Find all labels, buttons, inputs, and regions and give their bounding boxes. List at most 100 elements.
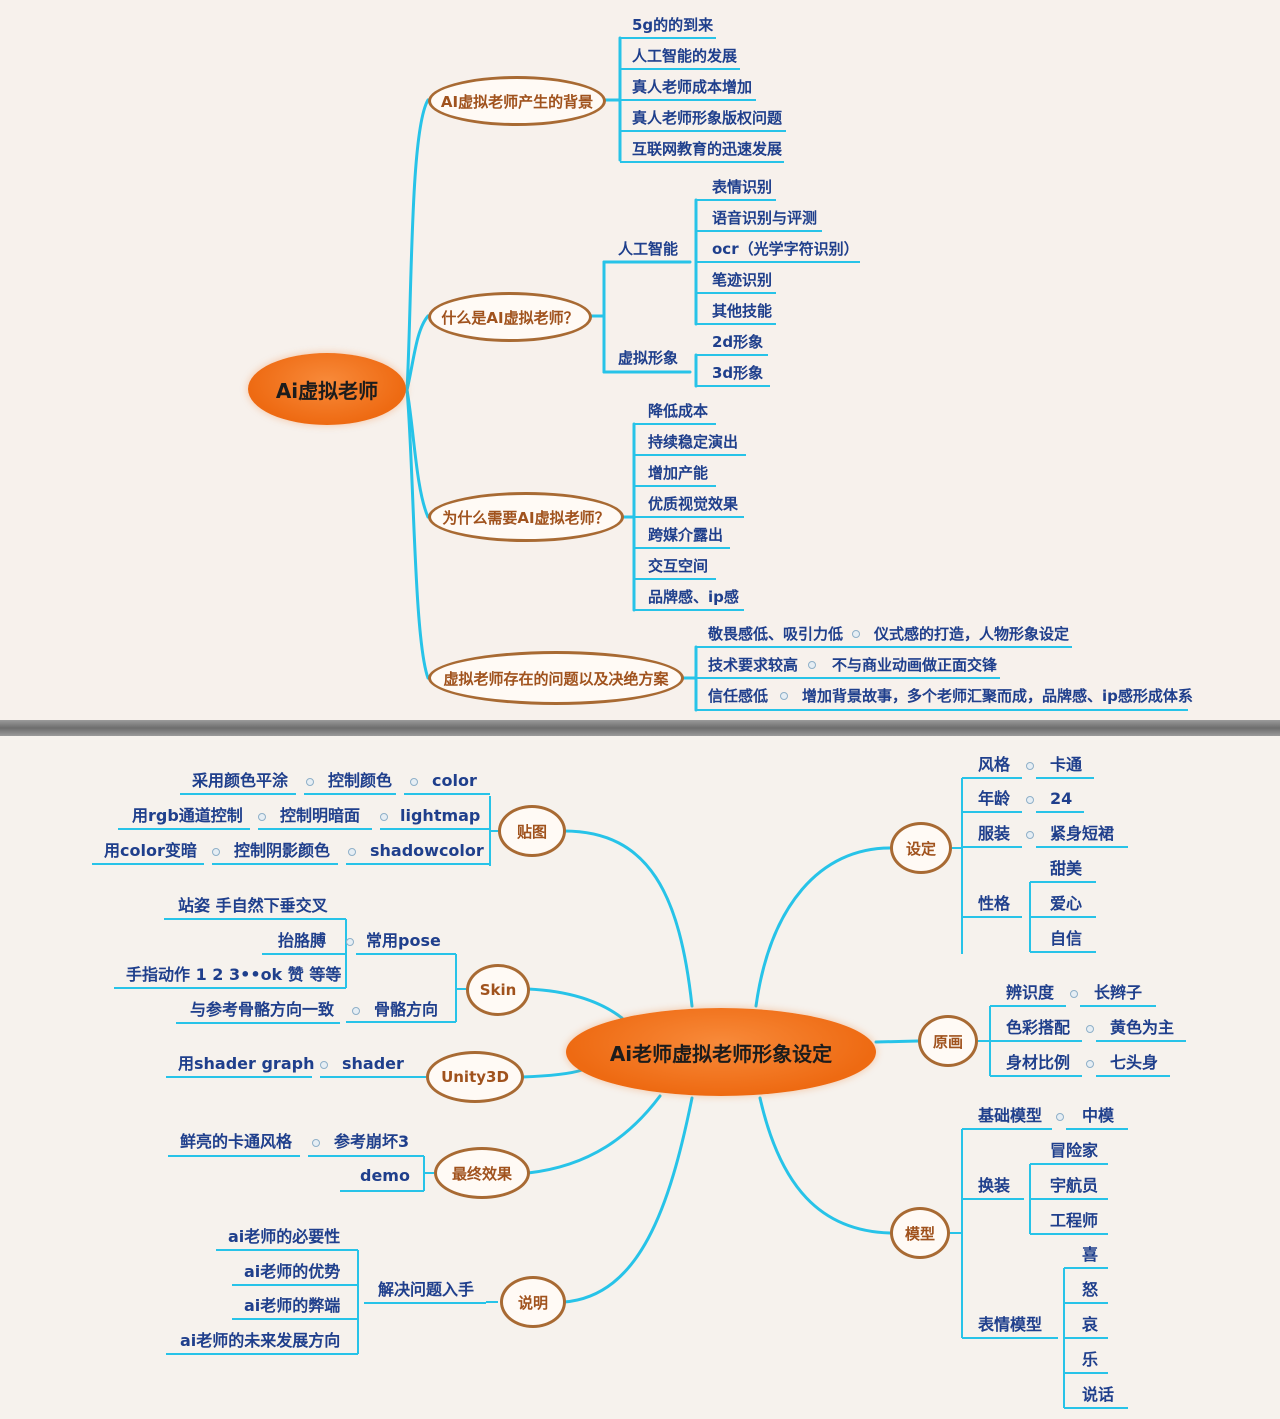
list-item: 说话: [1082, 1385, 1115, 1404]
bottom-connector-lines: [92, 777, 1186, 1409]
problem-item: 技术要求较高: [708, 656, 799, 674]
list-item: 用shader graph: [178, 1054, 315, 1073]
solution-item: 不与商业动画做正面交锋: [832, 656, 998, 674]
connector-dot: [1026, 796, 1034, 804]
list-item: 自信: [1050, 929, 1083, 948]
list-item: 乐: [1082, 1350, 1099, 1369]
connector-dot: [852, 630, 860, 638]
painting-value: 长辫子: [1094, 983, 1143, 1002]
node-setting[interactable]: 设定: [890, 822, 952, 874]
connector-dot: [258, 813, 266, 821]
painting-value: 黄色为主: [1110, 1018, 1175, 1037]
list-item: 交互空间: [648, 557, 709, 575]
list-item: 鲜亮的卡通风格: [180, 1132, 293, 1151]
list-item: 参考崩坏3: [334, 1132, 410, 1151]
branch-problems[interactable]: 虚拟老师存在的问题以及决绝方案: [428, 651, 684, 705]
list-item: 用color变暗: [104, 841, 197, 860]
branch-why-need[interactable]: 为什么需要AI虚拟老师？: [428, 492, 624, 542]
list-item: ocr（光学字符识别）: [712, 240, 859, 258]
group-ai: 人工智能: [618, 240, 679, 258]
list-item: 表情识别: [712, 178, 773, 196]
connector-dot: [1070, 990, 1078, 998]
list-item: 5g的的到来: [632, 16, 714, 34]
setting-value: 紧身短裙: [1050, 824, 1115, 843]
connector-dot: [1086, 1060, 1094, 1068]
list-item: 工程师: [1050, 1211, 1099, 1230]
list-item: 与参考骨骼方向一致: [190, 1000, 335, 1019]
setting-key: 风格: [978, 755, 1011, 774]
painting-key: 色彩搭配: [1006, 1018, 1071, 1037]
list-item: 跨媒介露出: [648, 526, 724, 544]
list-item: 控制阴影颜色: [234, 841, 331, 860]
connector-dot: [346, 938, 354, 946]
root-node[interactable]: Ai虚拟老师: [248, 353, 406, 425]
list-item: ai老师的未来发展方向: [180, 1331, 341, 1350]
setting-key: 性格: [978, 894, 1011, 913]
list-item: 品牌感、ip感: [648, 588, 739, 606]
branch-background[interactable]: AI虚拟老师产生的背景: [428, 76, 606, 126]
connector-dot: [212, 848, 220, 856]
node-desc[interactable]: 说明: [500, 1276, 566, 1328]
list-item: 怒: [1082, 1280, 1099, 1299]
list-item: 冒险家: [1050, 1141, 1099, 1160]
connector-dot: [1026, 762, 1034, 770]
list-item: 控制颜色: [328, 771, 393, 790]
model-key: 基础模型: [978, 1106, 1043, 1125]
list-item: demo: [360, 1166, 410, 1185]
connector-dot: [312, 1139, 320, 1147]
node-final-effect[interactable]: 最终效果: [434, 1147, 530, 1199]
setting-key: 年龄: [978, 789, 1011, 808]
node-unity3d[interactable]: Unity3D: [426, 1051, 524, 1103]
painting-key: 身材比例: [1006, 1053, 1071, 1072]
connector-dot: [320, 1061, 328, 1069]
model-key: 表情模型: [978, 1315, 1043, 1334]
list-item: ai老师的弊端: [244, 1296, 341, 1315]
skin-bone-label: 骨骼方向: [374, 1000, 439, 1019]
list-item: 持续稳定演出: [648, 433, 739, 451]
list-item: 喜: [1082, 1245, 1099, 1264]
desc-mid-label: 解决问题入手: [378, 1280, 475, 1299]
connector-dot: [780, 692, 788, 700]
list-item: 降低成本: [648, 402, 709, 420]
connector-dot: [1086, 1025, 1094, 1033]
list-item: lightmap: [400, 806, 481, 825]
list-item: 控制明暗面: [280, 806, 361, 825]
list-item: 互联网教育的迅速发展: [632, 140, 783, 158]
setting-key: 服装: [978, 824, 1011, 843]
list-item: 真人老师形象版权问题: [632, 109, 783, 127]
list-item: 语音识别与评测: [712, 209, 818, 227]
node-tietu[interactable]: 贴图: [498, 805, 566, 857]
solution-item: 仪式感的打造，人物形象设定: [874, 625, 1070, 643]
list-item: 其他技能: [712, 302, 773, 320]
branch-what-is[interactable]: 什么是AI虚拟老师？: [428, 292, 592, 342]
problem-item: 信任感低: [708, 687, 769, 705]
painting-key: 辨识度: [1006, 983, 1055, 1002]
list-item: 用rgb通道控制: [132, 806, 243, 825]
group-virtual: 虚拟形象: [618, 349, 679, 367]
connector-dot: [352, 1007, 360, 1015]
setting-value: 卡通: [1050, 755, 1083, 774]
list-item: color: [432, 771, 477, 790]
setting-value: 24: [1050, 789, 1073, 808]
node-skin[interactable]: Skin: [466, 964, 530, 1016]
connector-dot: [1056, 1113, 1064, 1121]
solution-item: 增加背景故事，多个老师汇聚而成，品牌感、ip感形成体系: [802, 687, 1193, 705]
list-item: 手指动作 1 2 3••ok 赞 等等: [126, 965, 342, 984]
list-item: 宇航员: [1050, 1176, 1099, 1195]
connector-dot: [808, 661, 816, 669]
list-item: 笔迹识别: [712, 271, 773, 289]
skin-pose-label: 常用pose: [366, 931, 441, 950]
connector-dot: [348, 848, 356, 856]
list-item: 人工智能的发展: [632, 47, 738, 65]
list-item: 2d形象: [712, 333, 764, 351]
list-item: 3d形象: [712, 364, 764, 382]
node-model[interactable]: 模型: [890, 1207, 950, 1259]
node-painting[interactable]: 原画: [918, 1015, 978, 1067]
connector-dot: [306, 778, 314, 786]
list-item: 增加产能: [648, 464, 709, 482]
painting-value: 七头身: [1110, 1053, 1159, 1072]
panel-divider: [0, 720, 1280, 736]
root-node[interactable]: Ai老师虚拟老师形象设定: [566, 1008, 876, 1096]
mindmap-top-panel: Ai虚拟老师 AI虚拟老师产生的背景 什么是AI虚拟老师？ 为什么需要AI虚拟老…: [248, 16, 1193, 712]
list-item: ai老师的优势: [244, 1262, 341, 1281]
